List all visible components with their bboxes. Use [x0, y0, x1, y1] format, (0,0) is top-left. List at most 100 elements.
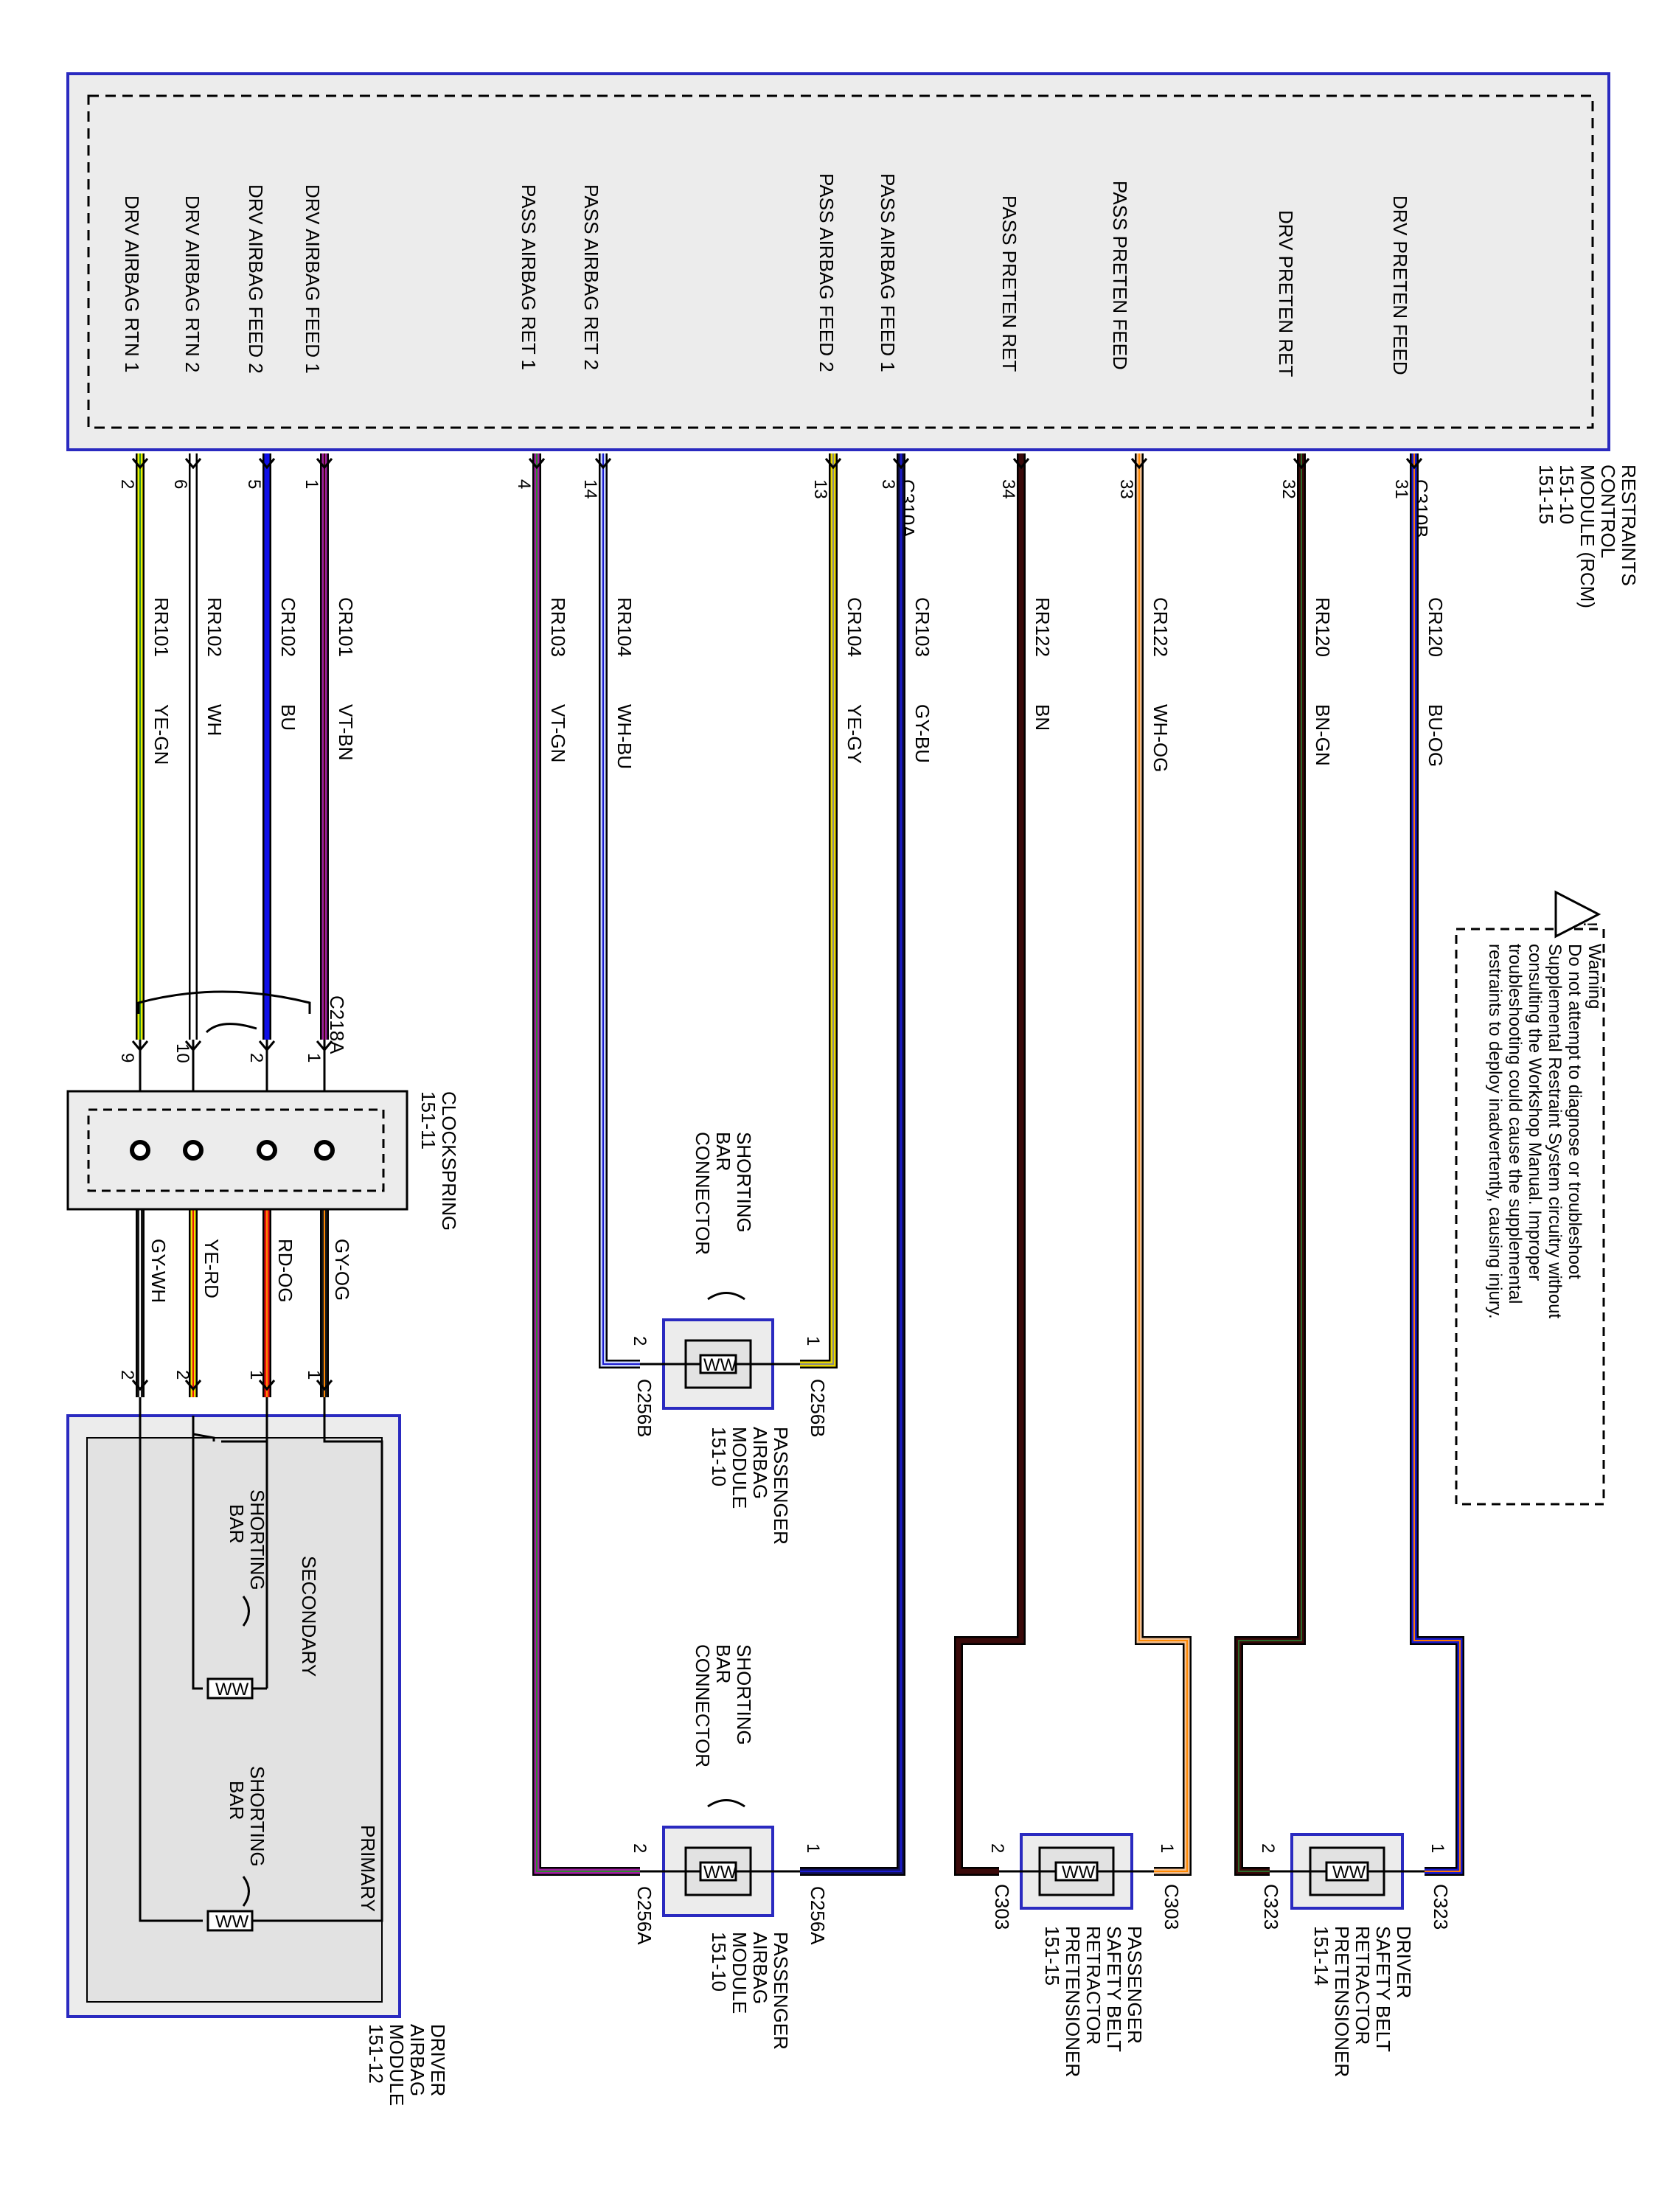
svg-text:BAR: BAR [712, 1644, 734, 1683]
driver-pretensioner: WW [1270, 1833, 1425, 1910]
svg-text:10: 10 [173, 1043, 192, 1063]
svg-text:PASSENGER: PASSENGER [770, 1427, 792, 1545]
svg-text:SHORTING: SHORTING [246, 1766, 268, 1867]
svg-text:BAR: BAR [226, 1504, 248, 1543]
connector-arrow-icon [1293, 458, 1310, 470]
svg-text:GY-OG: GY-OG [331, 1239, 353, 1301]
svg-text:C323: C323 [1430, 1884, 1452, 1930]
circuit-id: CR104 [844, 597, 866, 657]
svg-text:WW: WW [215, 1680, 249, 1700]
svg-text:SAFETY BELT: SAFETY BELT [1372, 1926, 1394, 2052]
wire-outline [1135, 453, 1192, 1876]
wire-rr122 [956, 453, 1024, 1874]
svg-text:WW: WW [703, 1863, 737, 1882]
wire-outline [954, 453, 1026, 1876]
warning-icon [1554, 890, 1601, 939]
pin-number: 34 [998, 479, 1018, 499]
clockspring [66, 1090, 408, 1211]
pin-number: 6 [170, 479, 190, 489]
connector-c218a: C218A [326, 995, 348, 1054]
svg-text:!: ! [1579, 922, 1601, 927]
svg-text:WW: WW [703, 1355, 737, 1375]
circuit-id: RR103 [547, 597, 569, 657]
circuit-id: RR122 [1032, 597, 1054, 657]
wire-color-code: BN [1032, 704, 1054, 731]
connector-arrow-icon [1130, 458, 1148, 470]
svg-text:MODULE: MODULE [386, 2024, 408, 2106]
svg-text:DRIVER: DRIVER [427, 2024, 449, 2096]
label-drv-airbag-rtn-1: DRV AIRBAG RTN 1 [121, 195, 143, 372]
wire-rr120 [1236, 453, 1304, 1874]
svg-text:C256A: C256A [807, 1886, 829, 1945]
connector-arrow-icon [594, 458, 612, 470]
svg-text:2: 2 [1258, 1843, 1278, 1853]
svg-text:1: 1 [304, 1053, 324, 1062]
pin-number: 32 [1279, 479, 1298, 499]
label-pass-airbag-feed-2: PASS AIRBAG FEED 2 [815, 173, 838, 372]
svg-text:C256B: C256B [807, 1379, 829, 1438]
connector-brace [205, 1023, 257, 1034]
rcm-pin-labels: DRV PRETEN FEED DRV PRETEN RET PASS PRET… [121, 173, 1411, 377]
svg-text:151-11: 151-11 [417, 1091, 439, 1150]
svg-text:2: 2 [630, 1843, 650, 1853]
svg-text:BAR: BAR [712, 1132, 734, 1171]
svg-text:Do not attempt to diagnose or: Do not attempt to diagnose or troublesho… [1565, 944, 1585, 1279]
clockspring-label: CLOCKSPRING 151-11 [417, 1091, 460, 1231]
svg-text:PRIMARY: PRIMARY [357, 1825, 379, 1912]
wire-color-code: YE-GN [150, 704, 173, 765]
svg-text:SHORTING: SHORTING [246, 1489, 268, 1590]
connector-brace [137, 990, 311, 1014]
wire-labels: 31CR120BU-OG32RR120BN-GN33CR122WH-OG34RR… [117, 479, 1447, 772]
wire-color-code: BN-GN [1312, 704, 1334, 766]
svg-text:RD-OG: RD-OG [274, 1239, 296, 1303]
svg-text:151-10: 151-10 [708, 1932, 730, 1992]
clockspring-terminal [314, 1140, 335, 1161]
label-drv-preten-ret: DRV PRETEN RET [1275, 210, 1297, 377]
svg-text:C303: C303 [1161, 1884, 1183, 1930]
pin-number: 1 [302, 479, 321, 489]
passenger-airbag-a-labels: 1 2 C256A C256A PASSENGER AIRBAG MODULE … [630, 1644, 829, 2050]
svg-text:WW: WW [215, 1912, 249, 1932]
wire-stripe [1413, 453, 1461, 1872]
clockspring-terminal [130, 1140, 150, 1161]
svg-text:2: 2 [246, 1053, 266, 1062]
svg-text:C303: C303 [991, 1884, 1013, 1930]
svg-text:SECONDARY: SECONDARY [298, 1556, 320, 1677]
clockspring-terminal [257, 1140, 277, 1161]
svg-text:CONNECTOR: CONNECTOR [692, 1132, 714, 1255]
passenger-airbag-module-a: WW [640, 1799, 800, 1917]
svg-text:RETRACTOR: RETRACTOR [1352, 1926, 1374, 2045]
passenger-pretensioner: WW [999, 1833, 1154, 1910]
wire-rr104 [600, 453, 640, 1367]
svg-text:YE-RD: YE-RD [201, 1239, 223, 1298]
connector-arrow-icon [316, 1380, 333, 1391]
pin-number: 14 [580, 479, 600, 499]
svg-text:151-10: 151-10 [708, 1427, 730, 1486]
wire-color-code: VT-BN [335, 704, 357, 761]
svg-text:1: 1 [246, 1370, 266, 1380]
svg-text:BAR: BAR [226, 1781, 248, 1820]
wire-color-code: WH [204, 704, 226, 736]
connector-arrow-icon [258, 458, 276, 470]
driver-pretensioner-labels: 1 2 C323 C323 DRIVER SAFETY BELT RETRACT… [1258, 1843, 1452, 2077]
svg-text:RESTRAINTS: RESTRAINTS [1618, 465, 1640, 586]
driver-airbag-module: WW WW [66, 1397, 401, 2018]
circuit-id: RR120 [1312, 597, 1334, 657]
svg-text:AIRBAG: AIRBAG [406, 2024, 428, 2096]
svg-text:9: 9 [117, 1053, 137, 1062]
circuit-id: CR102 [277, 597, 299, 657]
wire-outline [800, 453, 905, 1876]
label-pass-airbag-ret-1: PASS AIRBAG RET 1 [518, 184, 540, 370]
circuit-id: CR120 [1425, 597, 1447, 657]
rcm-title: RESTRAINTS CONTROL MODULE (RCM) 151-10 1… [1535, 465, 1640, 608]
connector-arrow-icon [184, 458, 202, 470]
svg-text:C323: C323 [1260, 1884, 1282, 1930]
passenger-airbag-b-labels: 1 2 C256B C256B PASSENGER AIRBAG MODULE … [630, 1132, 829, 1545]
connector-arrow-icon [184, 1380, 202, 1391]
svg-text:GY-WH: GY-WH [147, 1239, 170, 1303]
driver-airbag-labels: SECONDARY PRIMARY SHORTING BAR SHORTING … [226, 1489, 449, 2106]
svg-text:troubleshooting could cause th: troubleshooting could cause the suppleme… [1505, 944, 1525, 1304]
label-pass-preten-ret: PASS PRETEN RET [998, 195, 1020, 372]
circuit-id: CR101 [335, 597, 357, 657]
svg-text:SHORTING: SHORTING [733, 1644, 755, 1745]
